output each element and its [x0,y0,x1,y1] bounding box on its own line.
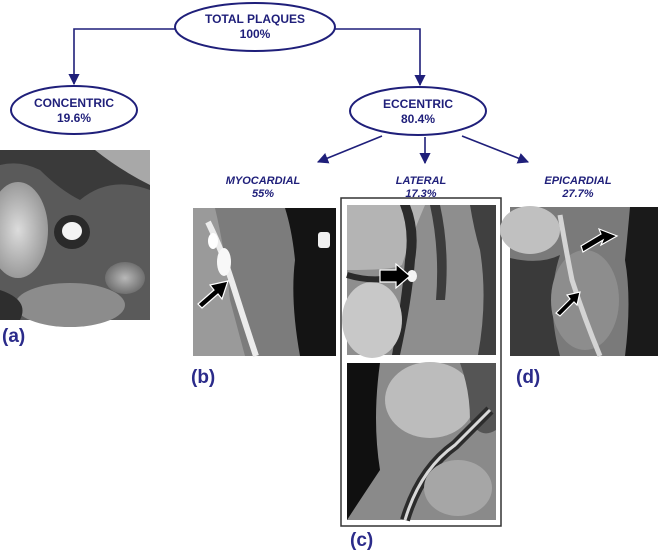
eccentric-to-myocardial-arrow [316,135,383,164]
root-node-value: 100% [240,27,271,41]
myocardial-value: 55% [252,188,274,200]
lateral-frame [340,197,502,527]
ct-image-d [500,206,658,357]
concentric-node-value: 19.6% [57,111,91,125]
epicardial-value: 27.7% [561,188,593,200]
myocardial-label: MYOCARDIAL 55% [226,175,301,200]
panel-label-c: (c) [350,530,373,551]
root-node-title: TOTAL PLAQUES [205,12,305,26]
ct-image-b [193,208,336,357]
root-to-eccentric-arrow [334,28,426,87]
lateral-label: LATERAL 17.3% [396,175,447,200]
epicardial-label: EPICARDIAL 27.7% [544,175,612,200]
eccentric-to-epicardial-arrow [461,135,530,164]
panel-label-b: (b) [191,367,215,388]
connectors [68,28,530,165]
concentric-node: CONCENTRIC 19.6% [10,85,138,135]
root-node: TOTAL PLAQUES 100% [174,2,336,52]
lateral-value: 17.3% [405,188,436,200]
ct-image-c-bottom [347,362,496,522]
myocardial-title: MYOCARDIAL [226,175,301,187]
ct-image-c-top [342,205,496,358]
epicardial-title: EPICARDIAL [544,175,612,187]
lateral-title: LATERAL [396,175,447,187]
eccentric-node-value: 80.4% [401,112,435,126]
ct-image-a [0,150,150,327]
panel-label-a: (a) [2,326,25,347]
eccentric-node: ECCENTRIC 80.4% [349,86,487,136]
eccentric-node-title: ECCENTRIC [383,97,453,111]
panel-label-d: (d) [516,367,540,388]
concentric-node-title: CONCENTRIC [34,96,114,110]
root-to-concentric-arrow [68,28,176,86]
